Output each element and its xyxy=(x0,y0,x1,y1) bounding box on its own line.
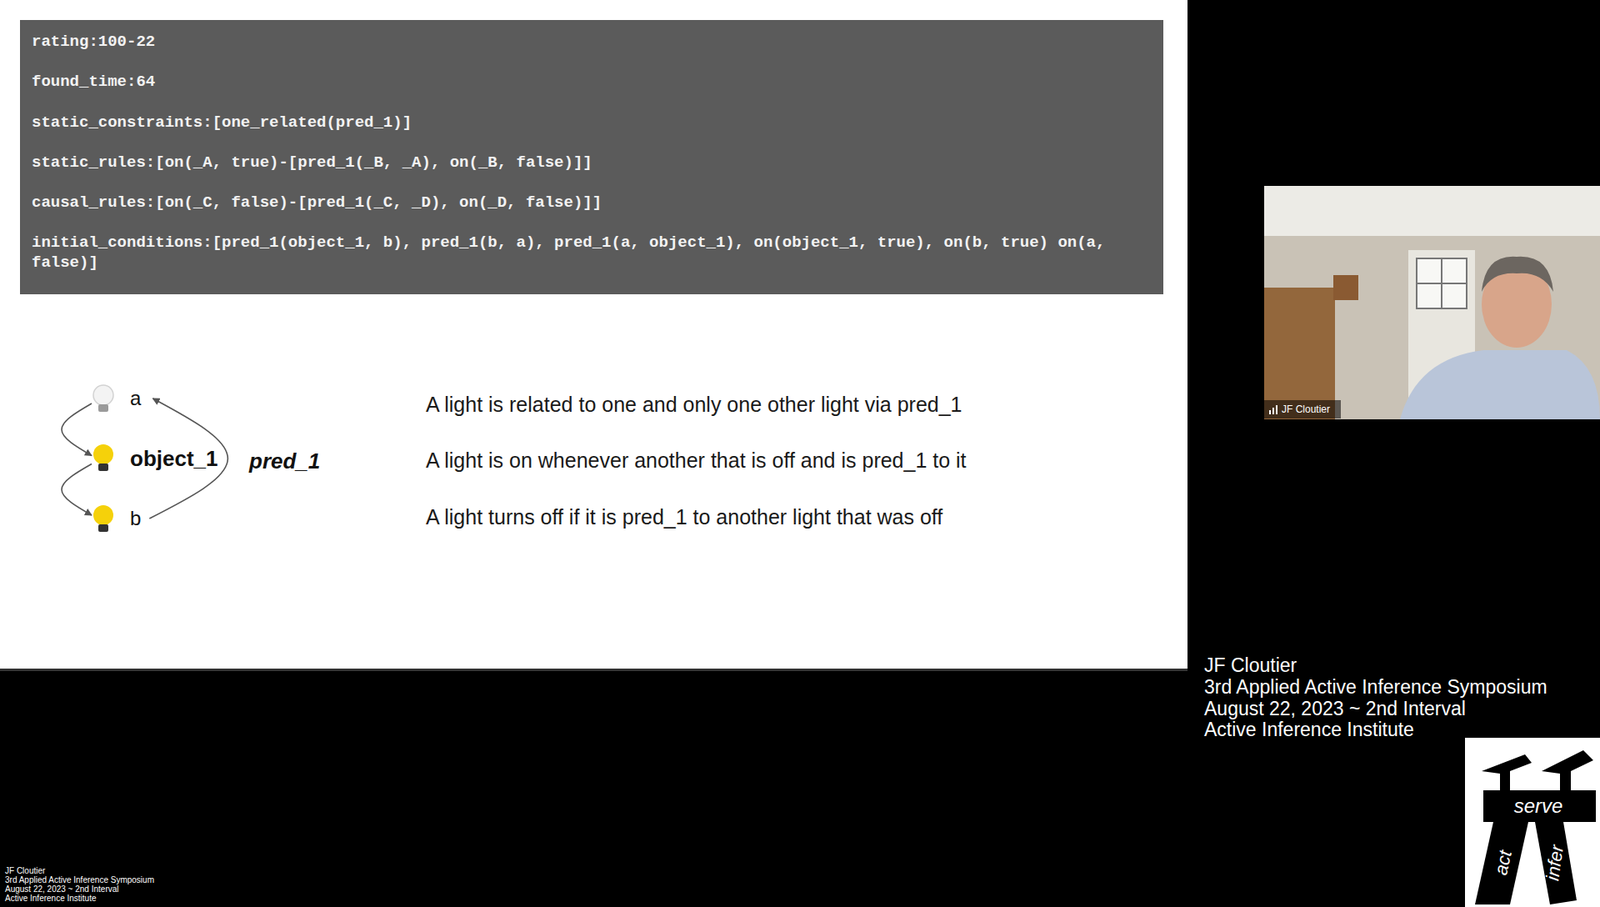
bulb-a xyxy=(93,385,114,412)
slide-edge xyxy=(0,668,1188,671)
rule-text: A light is on whenever another that is o… xyxy=(425,448,967,473)
code-line: static_constraints:[one_related(pred_1)] xyxy=(31,113,412,132)
node-text: b xyxy=(130,506,141,530)
webcam-video xyxy=(1264,185,1600,420)
rule-text: A light is related to one and only one o… xyxy=(425,392,963,417)
overlay-text: Active Inference Institute xyxy=(1204,718,1415,741)
overlay-text: August 22, 2023 ~ 2nd Interval xyxy=(1204,697,1466,720)
footer-text: Active Inference Institute xyxy=(5,893,97,903)
light-label: object_1 xyxy=(91,440,227,477)
light-label: b xyxy=(91,501,150,535)
logo-text: serve xyxy=(1514,794,1564,818)
video-name-tag: JF Cloutier xyxy=(1281,403,1330,415)
code-line: static_rules:[on(_A, true)-[pred_1(_B, _… xyxy=(31,153,593,172)
bulb-b xyxy=(93,505,114,532)
code-panel xyxy=(20,20,1164,295)
overlay-text: 3rd Applied Active Inference Symposium xyxy=(1204,675,1548,699)
code-line: rating:100-22 xyxy=(31,32,155,51)
bulb-object-1 xyxy=(93,444,114,471)
footer-text: August 22, 2023 ~ 2nd Interval xyxy=(5,884,120,894)
node-text: a xyxy=(130,386,141,410)
slide-ground xyxy=(0,0,1188,669)
light-label: a xyxy=(91,381,150,415)
footer-text: 3rd Applied Active Inference Symposium xyxy=(5,875,155,885)
footer-text: JF Cloutier xyxy=(5,865,45,875)
node-text: object_1 xyxy=(130,445,219,471)
rule-text: A light turns off if it is pred_1 to ano… xyxy=(425,505,943,530)
code-line: causal_rules:[on(_C, false)-[pred_1(_C, … xyxy=(31,193,602,212)
code-line: found_time:64 xyxy=(31,72,155,91)
code-line: initial_conditions:[pred_1(object_1, b),… xyxy=(31,232,1153,273)
relation-arrow xyxy=(61,464,92,516)
relation-arrow xyxy=(61,403,92,456)
overlay-text: JF Cloutier xyxy=(1204,654,1297,677)
relation-name: pred_1 xyxy=(249,448,320,475)
logo xyxy=(1465,737,1600,907)
